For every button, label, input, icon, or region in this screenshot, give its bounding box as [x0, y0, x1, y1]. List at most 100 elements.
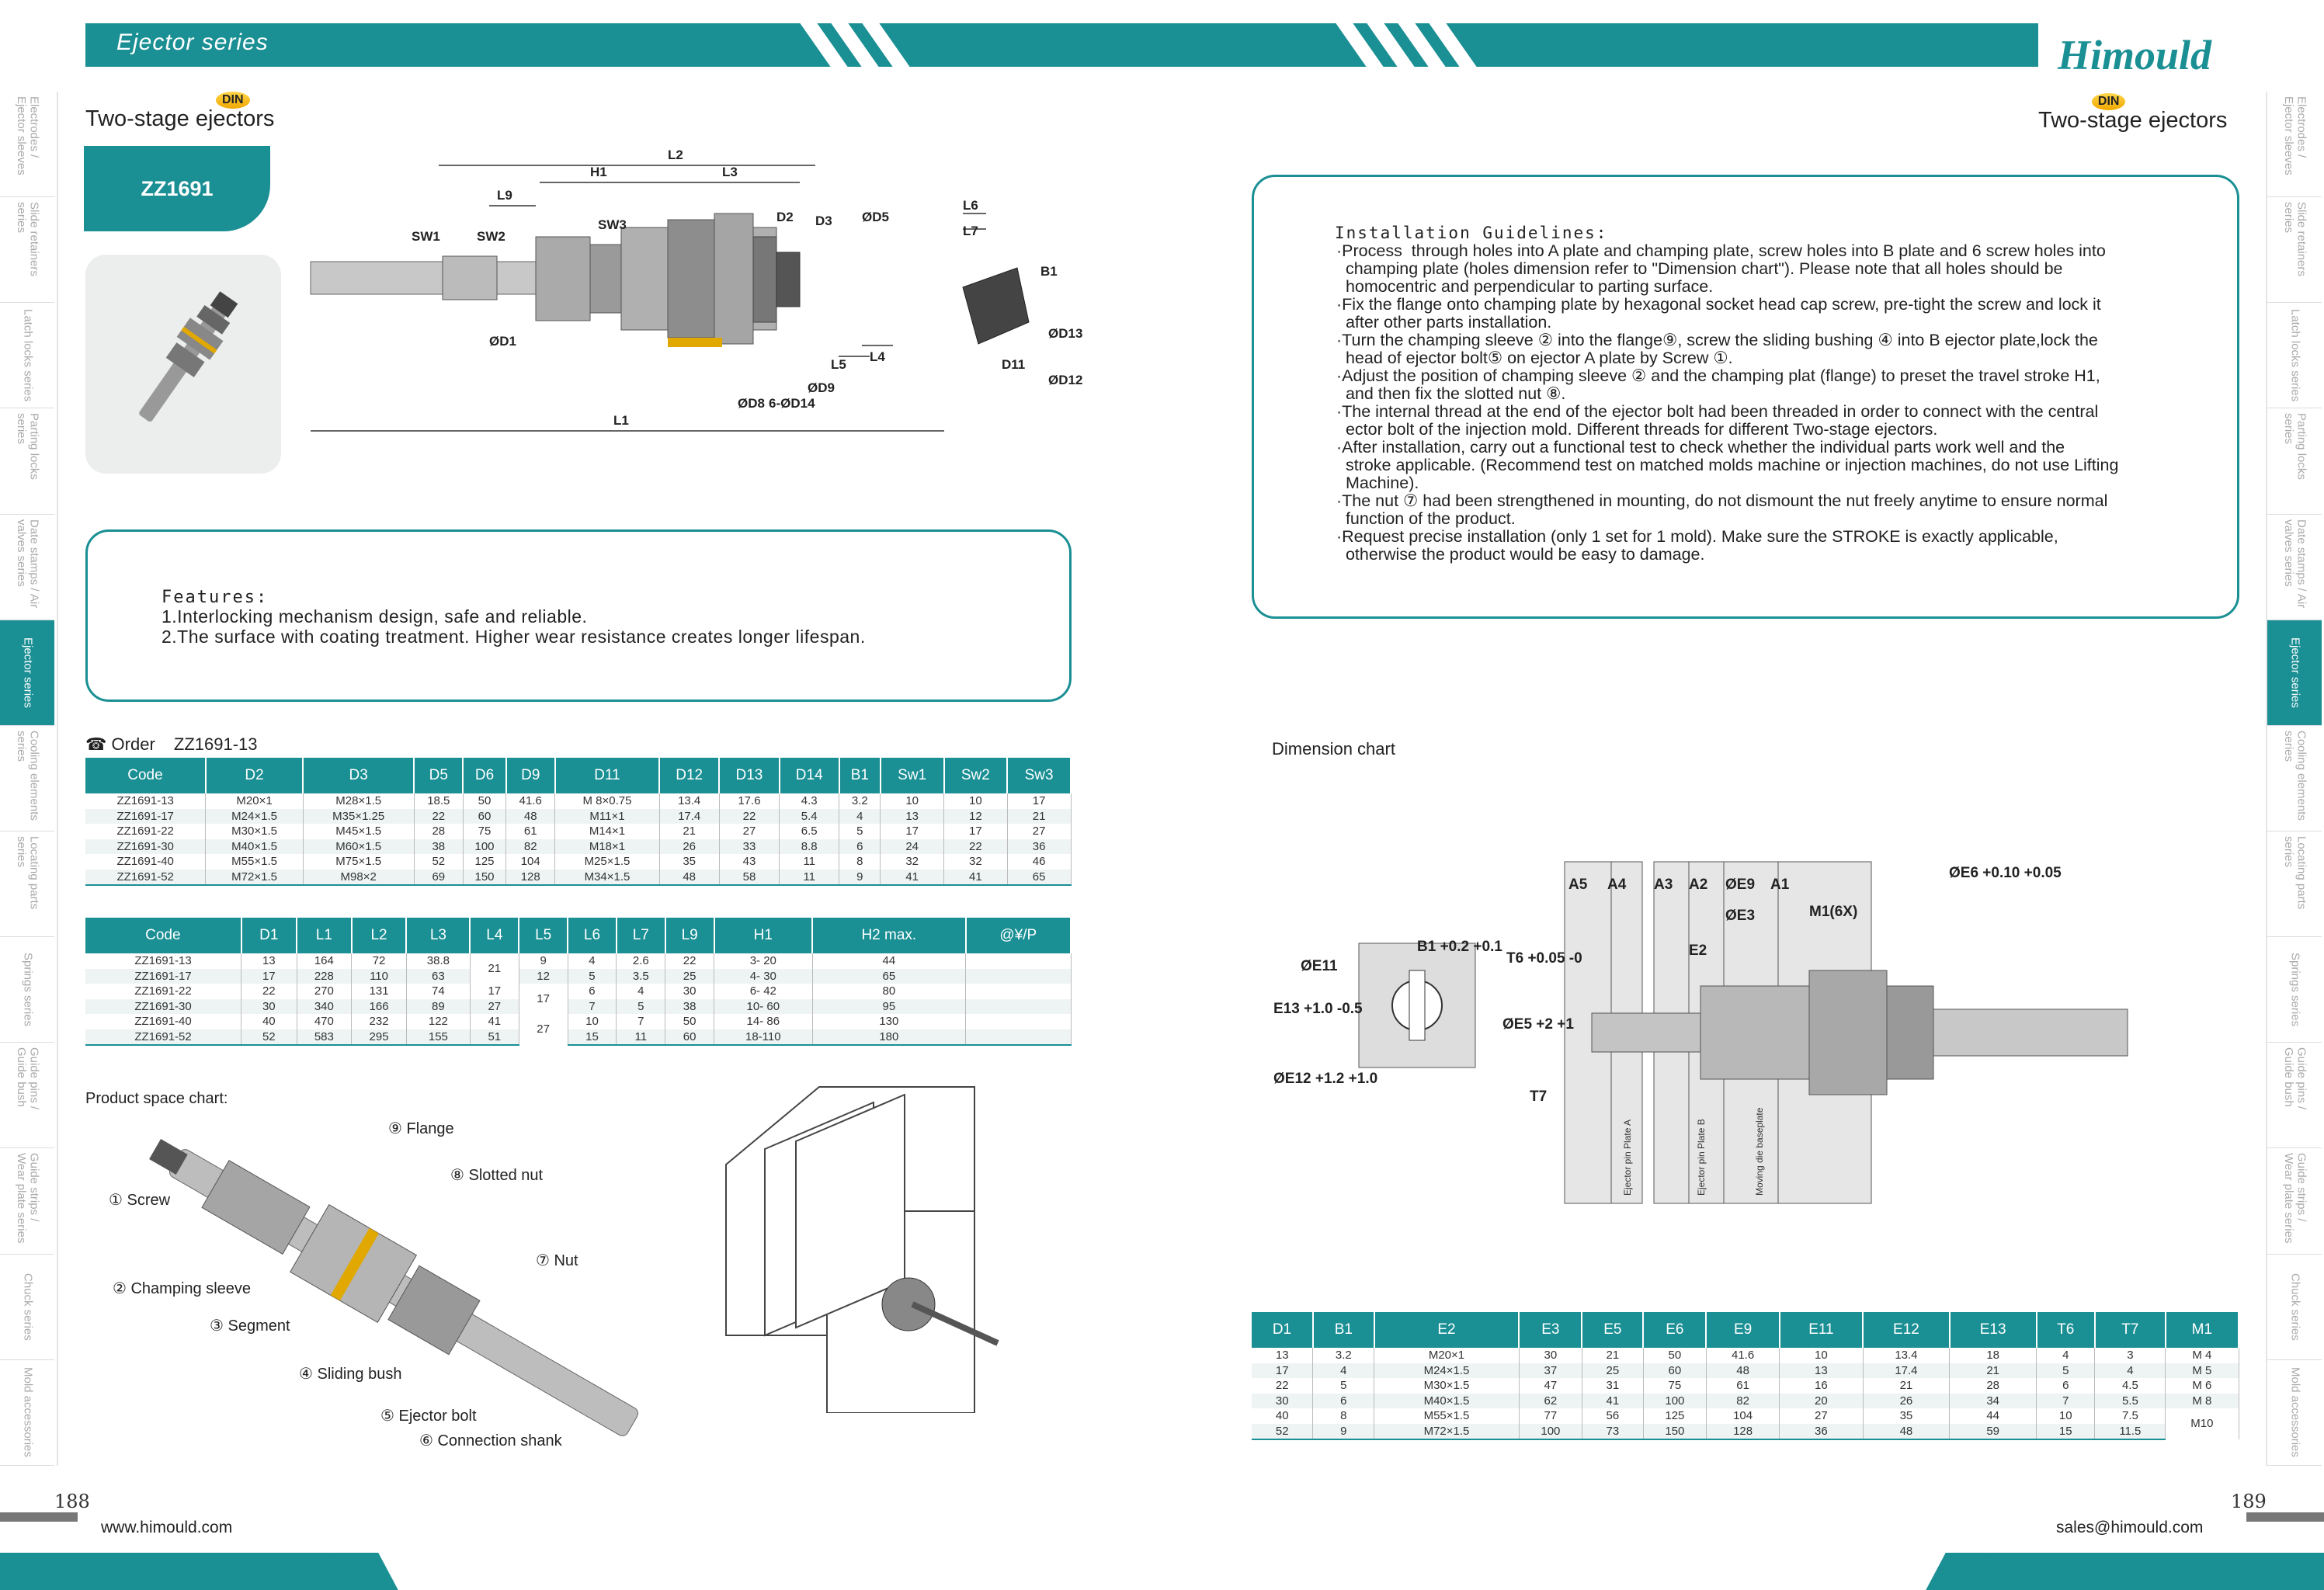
side-tab[interactable]: Locating parts series: [2267, 831, 2322, 938]
table-cell: 28: [1949, 1378, 2037, 1394]
table-cell: ZZ1691-22: [85, 824, 207, 839]
table-cell: M40×1.5: [1374, 1393, 1520, 1408]
dim-label: H1: [590, 165, 607, 179]
side-tab[interactable]: Mold accessories: [0, 1360, 54, 1466]
side-tab[interactable]: Parting locks series: [0, 408, 54, 515]
table-cell: 17.4: [1863, 1363, 1951, 1378]
table-cell: 27: [470, 998, 519, 1014]
side-tab[interactable]: Chuck series: [2267, 1255, 2322, 1360]
install-list: ·Process through holes into A plate and …: [1336, 242, 2118, 564]
dim-label: SW3: [598, 217, 627, 232]
table-cell: 130: [812, 1014, 967, 1029]
table-cell: 7: [2036, 1393, 2096, 1408]
table-cell: 340: [297, 998, 353, 1014]
table-cell: 3: [2094, 1348, 2166, 1363]
side-tab[interactable]: Slide retainers series: [2267, 197, 2322, 304]
table-cell: 35: [1863, 1408, 1951, 1424]
side-tab[interactable]: Chuck series: [0, 1255, 54, 1360]
table-cell: 7: [616, 1014, 666, 1029]
side-tab[interactable]: Guide pins / Guide bush: [2267, 1043, 2322, 1149]
side-tab[interactable]: Mold accessories: [2267, 1360, 2322, 1466]
table-cell: 35: [659, 854, 720, 870]
side-tab[interactable]: Ejector series: [2267, 620, 2322, 726]
side-tab[interactable]: Slide retainers series: [0, 197, 54, 304]
table-cell: 4: [839, 808, 881, 824]
table-cell: 30: [241, 998, 297, 1014]
dim-label: T7: [1530, 1088, 1547, 1105]
side-tab[interactable]: Date stamps / Air valves series: [2267, 515, 2322, 620]
table-cell: 48: [505, 808, 556, 824]
table-cell: 122: [406, 1014, 471, 1029]
table-cell: 22: [241, 984, 297, 999]
table-cell: ZZ1691-52: [85, 869, 207, 886]
table-cell: 60: [463, 808, 507, 824]
dim-label: L4: [870, 349, 885, 364]
table-cell: 4: [1312, 1363, 1375, 1378]
installation-box: Installation Guidelines: ·Process throug…: [1252, 175, 2239, 619]
side-tab[interactable]: Guide strips / Wear plate series: [0, 1148, 54, 1255]
side-tab[interactable]: Guide pins / Guide bush: [0, 1043, 54, 1149]
side-tab[interactable]: Latch locks series: [0, 303, 54, 409]
dim-label: D11: [1002, 357, 1025, 372]
dim-label: D3: [815, 214, 832, 228]
table-cell: 6: [2036, 1378, 2096, 1394]
table-cell: ZZ1691-13: [85, 793, 207, 809]
column-header: E3: [1519, 1312, 1583, 1348]
side-tab[interactable]: Parting locks series: [2267, 408, 2322, 515]
email-link[interactable]: sales@himould.com: [2056, 1519, 2204, 1536]
table-cell: 13: [241, 953, 297, 969]
side-tab[interactable]: Cooling elements series: [2267, 726, 2322, 831]
table-cell: 62: [1519, 1393, 1582, 1408]
website-link[interactable]: www.himould.com: [101, 1519, 233, 1536]
column-header: D3: [303, 758, 415, 793]
dim-label: A4: [1607, 877, 1627, 893]
side-tab[interactable]: Springs series: [2267, 937, 2322, 1043]
side-tab[interactable]: Latch locks series: [2267, 303, 2322, 409]
technical-drawing: L2 H1 L3 L9 SW1 SW2 SW3 D2 D3 ØD5 L6 L7 …: [303, 136, 1126, 446]
table-cell: 38: [414, 838, 464, 854]
side-tab[interactable]: Date stamps / Air valves series: [0, 515, 54, 620]
column-header: D14: [779, 758, 840, 793]
table-cell: 75: [463, 824, 507, 839]
column-header: D6: [463, 758, 507, 793]
table-cell: M11×1: [554, 808, 660, 824]
table-cell: M25×1.5: [554, 854, 660, 870]
column-header: L2: [351, 918, 408, 953]
table-cell: M 4: [2165, 1348, 2239, 1363]
table-cell: 63: [406, 968, 471, 984]
side-tab[interactable]: Electrodes / Ejector sleeves: [0, 92, 54, 198]
side-tab[interactable]: Locating parts series: [0, 831, 54, 938]
dimension-chart-drawing: A5 A4 A3 A2 ØE9 A1 ØE3 M1(6X) ØE6 +0.10 …: [1266, 854, 2244, 1211]
table-cell: 41: [1582, 1393, 1644, 1408]
table-cell: 4.3: [779, 793, 840, 809]
feature-item: 2.The surface with coating treatment. Hi…: [162, 627, 866, 647]
table-cell: 17: [241, 968, 297, 984]
table-cell: M55×1.5: [205, 854, 304, 870]
side-tab[interactable]: Ejector series: [0, 620, 54, 726]
table-cell: 18-110: [714, 1029, 813, 1046]
side-tab[interactable]: Cooling elements series: [0, 726, 54, 831]
column-header: B1: [839, 758, 881, 793]
install-line: ·The internal thread at the end of the e…: [1336, 402, 2099, 421]
table-cell: M24×1.5: [1374, 1363, 1520, 1378]
table-cell: 11: [779, 869, 840, 886]
table-cell: 73: [1582, 1423, 1644, 1440]
table-cell: 17: [943, 824, 1008, 839]
table-cell: 32: [880, 854, 945, 870]
dim-label: L2: [668, 148, 683, 162]
table-cell: 10: [568, 1014, 617, 1029]
column-header: T6: [2036, 1312, 2096, 1348]
table-cell: 34: [1949, 1393, 2037, 1408]
column-header: L3: [406, 918, 471, 953]
side-tab[interactable]: Springs series: [0, 937, 54, 1043]
footer-band-right: [1959, 1553, 2324, 1590]
table-cell: 6: [568, 984, 617, 999]
side-tab[interactable]: Guide strips / Wear plate series: [2267, 1148, 2322, 1255]
side-tab[interactable]: Electrodes / Ejector sleeves: [2267, 92, 2322, 198]
table-cell: 17: [1252, 1363, 1314, 1378]
table-cell: 21: [1949, 1363, 2037, 1378]
